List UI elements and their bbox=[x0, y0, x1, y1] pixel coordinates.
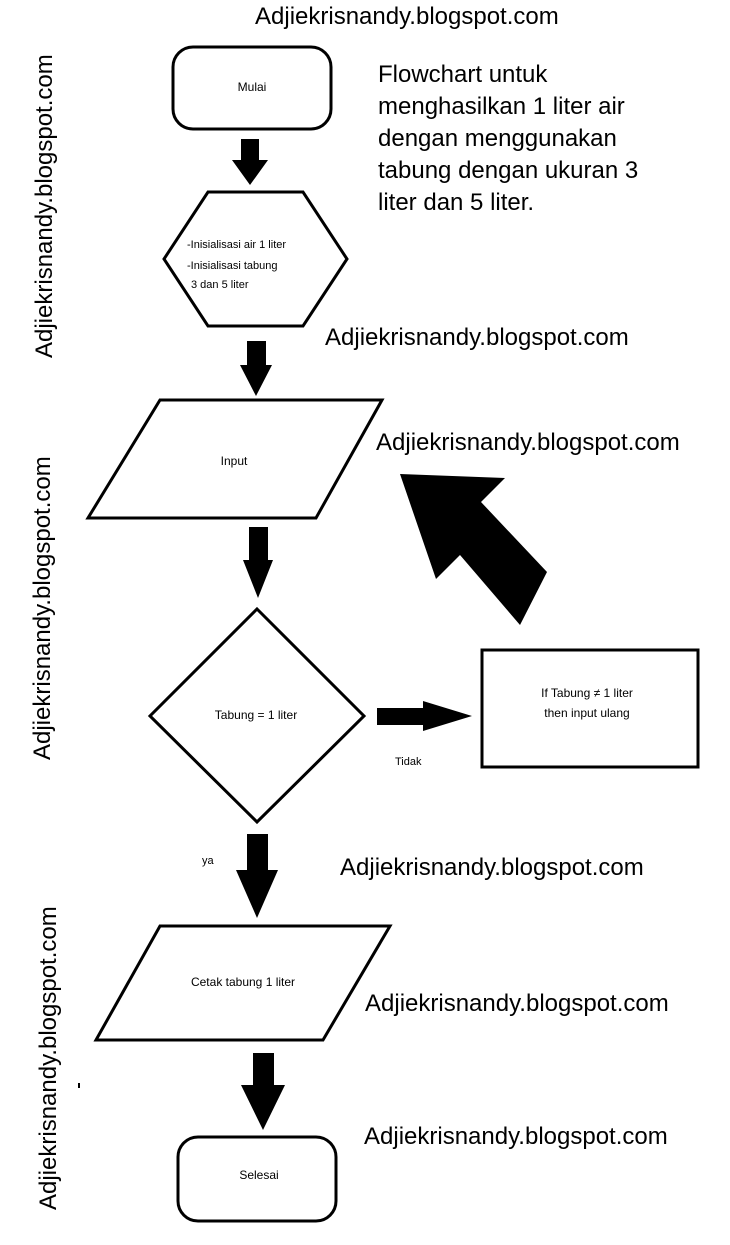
start-terminator bbox=[171, 45, 333, 131]
arrow-down-icon bbox=[241, 1053, 285, 1130]
description-block: Flowchart untuk menghasilkan 1 liter air… bbox=[378, 61, 638, 216]
output-label: Cetak tabung 1 liter bbox=[191, 975, 295, 989]
watermark-vertical-1: Adjiekrisnandy.blogspot.com bbox=[31, 54, 58, 358]
watermark-2: Adjiekrisnandy.blogspot.com bbox=[325, 324, 629, 351]
input-parallelogram bbox=[85, 398, 385, 520]
decision-label: Tabung = 1 liter bbox=[215, 708, 297, 722]
yes-label: ya bbox=[202, 855, 215, 867]
watermark-5: Adjiekrisnandy.blogspot.com bbox=[365, 990, 669, 1017]
description-line: menghasilkan 1 liter air bbox=[378, 93, 625, 120]
watermark-4: Adjiekrisnandy.blogspot.com bbox=[340, 854, 644, 881]
end-label: Selesai bbox=[239, 1168, 278, 1182]
end-terminator bbox=[176, 1135, 338, 1223]
description-line: liter dan 5 liter. bbox=[378, 189, 534, 216]
arrow-down-icon bbox=[236, 834, 278, 918]
retry-label-line2: then input ulang bbox=[544, 706, 629, 720]
watermark-3: Adjiekrisnandy.blogspot.com bbox=[376, 429, 680, 456]
decision-diamond bbox=[147, 606, 367, 825]
arrow-down-icon bbox=[232, 139, 268, 185]
loop-back-arrow-icon bbox=[400, 474, 547, 625]
description-line: dengan menggunakan bbox=[378, 125, 617, 152]
output-parallelogram bbox=[93, 924, 393, 1042]
init-label-line2: -Inisialisasi tabung bbox=[187, 260, 278, 272]
stray-mark bbox=[78, 1083, 80, 1088]
watermark-vertical-2: Adjiekrisnandy.blogspot.com bbox=[29, 456, 56, 760]
arrow-right-icon bbox=[377, 701, 472, 731]
watermark-vertical-3: Adjiekrisnandy.blogspot.com bbox=[35, 906, 62, 1210]
input-label: Input bbox=[221, 454, 248, 468]
init-label-line3: 3 dan 5 liter bbox=[191, 279, 249, 291]
arrow-down-icon bbox=[243, 527, 273, 598]
description-line: tabung dengan ukuran 3 bbox=[378, 157, 638, 184]
init-label-line1: -Inisialisasi air 1 liter bbox=[187, 239, 286, 251]
start-label: Mulai bbox=[238, 80, 267, 94]
retry-process-box bbox=[480, 648, 700, 769]
watermark-6: Adjiekrisnandy.blogspot.com bbox=[364, 1123, 668, 1150]
arrow-down-icon bbox=[240, 341, 272, 396]
watermark-top: Adjiekrisnandy.blogspot.com bbox=[255, 3, 559, 30]
no-label: Tidak bbox=[395, 756, 422, 768]
retry-label-line1: If Tabung ≠ 1 liter bbox=[541, 686, 633, 700]
init-hexagon bbox=[162, 190, 349, 328]
description-line: Flowchart untuk bbox=[378, 61, 548, 88]
